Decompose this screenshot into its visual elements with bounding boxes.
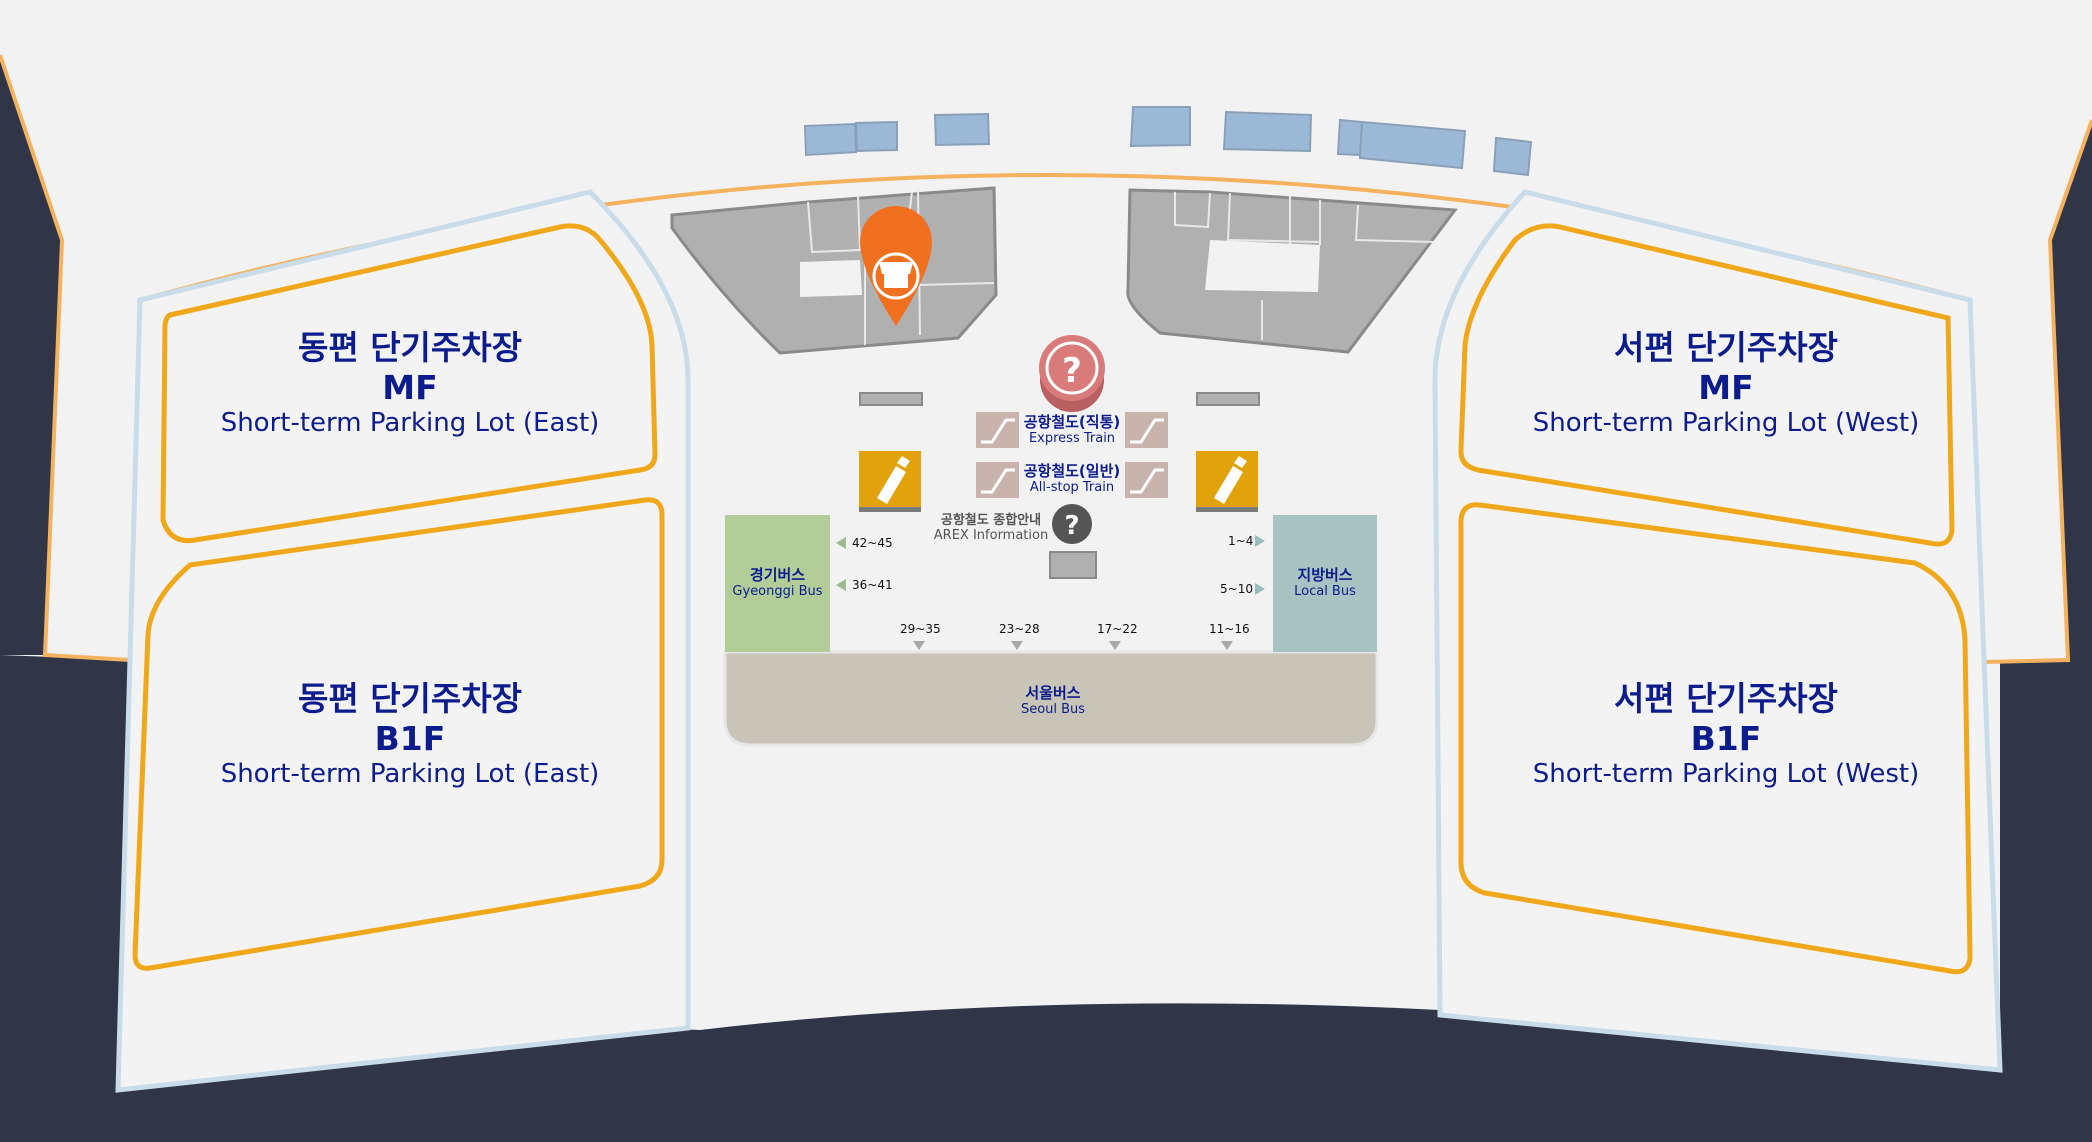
gate-label-42-45: 42~45 [852, 536, 893, 550]
train-name-en: Express Train [1028, 431, 1116, 446]
all-stop-train-label: 공항철도(일반) All-stop Train [1011, 462, 1133, 496]
arex-info-label: 공항철도 종합안내 AREX Information [930, 509, 1052, 543]
parking-lot-east-b1f [132, 497, 665, 971]
train-name-ko: 공항철도(일반) [1023, 462, 1121, 480]
outer-area-left [0, 55, 62, 655]
gate-label-11-16: 11~16 [1209, 622, 1250, 636]
parking-lot-west-b1f [1458, 502, 1973, 975]
gate-label-29-35: 29~35 [900, 622, 941, 636]
water-bottle-icons [859, 451, 1258, 512]
gate-label-23-28: 23~28 [999, 622, 1040, 636]
info-icon-express: ? [1039, 335, 1105, 412]
gate-arrow-1-4 [1255, 535, 1265, 547]
gate-arrow-17-22 [1109, 641, 1121, 650]
bus-name-en: Gyeonggi Bus [732, 584, 823, 599]
local-bus-zone [1273, 515, 1377, 652]
seoul-bus-label: 서울버스 Seoul Bus [990, 684, 1116, 718]
gyeonggi-bus-label: 경기버스 Gyeonggi Bus [725, 566, 830, 600]
outer-area-bottom [0, 655, 2092, 1142]
seoul-bus-zone [723, 650, 1379, 747]
arex-info-ko: 공항철도 종합안내 [940, 513, 1042, 528]
parking-lot-east-b1f-label: 동편 단기주차장 B1F Short-term Parking Lot (Eas… [190, 679, 630, 789]
train-name-ko: 공항철도(직통) [1023, 413, 1121, 431]
bus-name-en: Seoul Bus [1020, 702, 1086, 717]
lot-floor: B1F [1690, 719, 1762, 758]
gate-label-36-41: 36~41 [852, 578, 893, 592]
arex-info-icon: ? [1052, 504, 1092, 544]
escalator-icons [976, 412, 1168, 498]
gate-arrow-36-41 [836, 579, 846, 591]
lot-floor: B1F [374, 719, 446, 758]
lot-name-ko: 동편 단기주차장 [297, 679, 522, 718]
express-train-label: 공항철도(직통) Express Train [1011, 413, 1133, 447]
bus-name-ko: 서울버스 [1025, 684, 1081, 702]
glass-panels [803, 106, 1533, 177]
lot-floor: MF [382, 368, 438, 407]
gate-label-5-10: 5~10 [1220, 582, 1253, 596]
outer-area-right [2050, 120, 2092, 660]
arex-info-en: AREX Information [933, 528, 1049, 543]
svg-text:?: ? [1062, 351, 1082, 391]
bus-name-en: Local Bus [1294, 584, 1356, 599]
building-right-courtyard [1205, 240, 1320, 292]
lot-name-en: Short-term Parking Lot (East) [220, 408, 600, 438]
local-bus-label: 지방버스 Local Bus [1273, 566, 1377, 600]
gyeonggi-bus-zone [725, 515, 830, 652]
lot-name-en: Short-term Parking Lot (East) [220, 759, 600, 789]
gate-arrow-42-45 [836, 537, 846, 549]
parking-lot-east-mf-label: 동편 단기주차장 MF Short-term Parking Lot (East… [190, 328, 630, 438]
lot-name-en: Short-term Parking Lot (West) [1532, 759, 1920, 789]
gate-arrow-5-10 [1255, 583, 1265, 595]
parking-lot-west-b1f-label: 서편 단기주차장 B1F Short-term Parking Lot (Wes… [1506, 679, 1946, 789]
lot-name-ko: 서편 단기주차장 [1613, 328, 1838, 367]
parking-lot-west-mf-label: 서편 단기주차장 MF Short-term Parking Lot (West… [1506, 328, 1946, 438]
gate-arrow-23-28 [1011, 641, 1023, 650]
lot-name-en: Short-term Parking Lot (West) [1532, 408, 1920, 438]
walkway-left [115, 189, 691, 1093]
store-marker-icon [860, 206, 932, 326]
walkway-right [1432, 189, 2003, 1073]
lot-floor: MF [1698, 368, 1754, 407]
gate-label-17-22: 17~22 [1097, 622, 1138, 636]
gate-label-1-4: 1~4 [1228, 534, 1254, 548]
block-center [1049, 551, 1097, 579]
bus-name-ko: 경기버스 [749, 566, 806, 584]
block-left [859, 392, 923, 406]
parking-lot-west-mf [1458, 223, 1955, 547]
building-left-courtyard [800, 260, 862, 297]
gate-arrow-11-16 [1221, 641, 1233, 650]
train-name-en: All-stop Train [1029, 480, 1115, 495]
bus-name-ko: 지방버스 [1297, 566, 1353, 584]
lot-name-ko: 동편 단기주차장 [297, 328, 522, 367]
svg-text:?: ? [1064, 511, 1079, 541]
lot-name-ko: 서편 단기주차장 [1613, 679, 1838, 718]
gate-arrow-29-35 [913, 641, 925, 650]
parking-lot-east-mf [160, 223, 658, 544]
block-right [1196, 392, 1260, 406]
